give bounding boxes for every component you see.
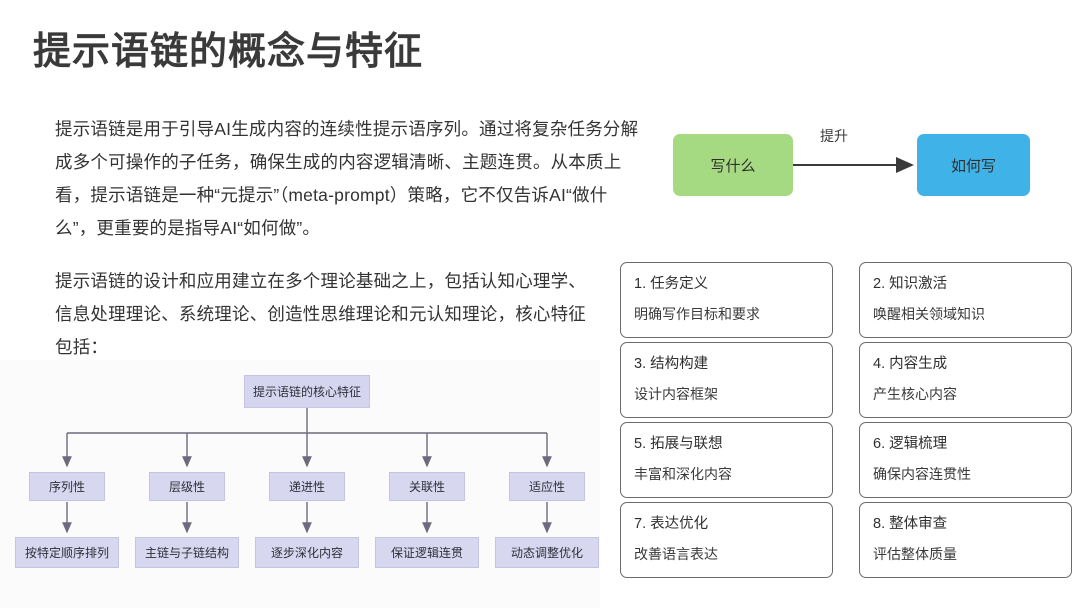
stage-card[interactable]: 2. 知识激活 唤醒相关领域知识 [859, 262, 1072, 338]
tree-node-detail-label: 逐步深化内容 [270, 546, 343, 560]
tree-node-feature[interactable]: 适应性 [509, 472, 585, 501]
tree-node-feature-label: 层级性 [168, 480, 205, 494]
body-paragraph-1: 提示语链是用于引导AI生成内容的连续性提示语序列。通过将复杂任务分解成多个可操作… [55, 119, 639, 238]
tree-connectors [62, 408, 552, 534]
stage-card-title: 4. 内容生成 [873, 356, 948, 372]
tree-node-feature[interactable]: 序列性 [29, 472, 105, 501]
body-paragraph-2: 提示语链的设计和应用建立在多个理论基础之上，包括认知心理学、信息处理理论、系统理… [55, 271, 586, 357]
stage-card-title: 6. 逻辑梳理 [873, 436, 948, 452]
flow-arrow-label: 提升 [820, 128, 848, 144]
stage-card-grid: 1. 任务定义 明确写作目标和要求 2. 知识激活 唤醒相关领域知识 3. 结构… [620, 262, 1072, 578]
tree-node-root[interactable]: 提示语链的核心特征 [244, 375, 370, 408]
tree-node-feature-label: 序列性 [48, 480, 85, 494]
tree-node-detail-label: 保证逻辑连贯 [390, 546, 463, 560]
stage-card-desc: 确保内容连贯性 [873, 466, 971, 482]
stage-card-title: 8. 整体审查 [873, 516, 948, 532]
flow-node-what-to-write[interactable]: 写什么 [673, 134, 793, 196]
stage-card[interactable]: 5. 拓展与联想 丰富和深化内容 [620, 422, 833, 498]
page-title: 提示语链的概念与特征 [33, 31, 424, 73]
stage-card[interactable]: 4. 内容生成 产生核心内容 [859, 342, 1072, 418]
tree-node-detail[interactable]: 主链与子链结构 [135, 537, 239, 568]
stage-card-title: 2. 知识激活 [873, 276, 948, 292]
stage-card-title: 7. 表达优化 [634, 516, 709, 532]
stage-card[interactable]: 1. 任务定义 明确写作目标和要求 [620, 262, 833, 338]
stage-card[interactable]: 8. 整体审查 评估整体质量 [859, 502, 1072, 578]
flow-node-target-label: 如何写 [950, 157, 996, 175]
stage-card-title: 3. 结构构建 [634, 356, 709, 372]
stage-card-desc: 明确写作目标和要求 [634, 306, 760, 322]
tree-node-feature[interactable]: 递进性 [269, 472, 345, 501]
tree-node-detail[interactable]: 动态调整优化 [495, 537, 599, 568]
tree-node-detail-label: 动态调整优化 [510, 546, 583, 560]
tree-node-detail[interactable]: 保证逻辑连贯 [375, 537, 479, 568]
stage-card-desc: 改善语言表达 [634, 546, 718, 562]
tree-node-detail-label: 主链与子链结构 [144, 546, 229, 560]
tree-node-detail-label: 按特定顺序排列 [24, 546, 109, 560]
stage-card-desc: 丰富和深化内容 [634, 466, 732, 482]
core-features-tree-diagram: 提示语链的核心特征 序列性 层级性 递进性 关联性 适应性 按特定顺序排列 主链… [0, 360, 600, 608]
tree-node-root-label: 提示语链的核心特征 [252, 385, 361, 399]
tree-node-feature[interactable]: 层级性 [149, 472, 225, 501]
stage-card-title: 5. 拓展与联想 [634, 436, 723, 452]
stage-card-desc: 设计内容框架 [634, 386, 718, 402]
stage-card[interactable]: 7. 表达优化 改善语言表达 [620, 502, 833, 578]
stage-card[interactable]: 3. 结构构建 设计内容框架 [620, 342, 833, 418]
flow-diagram: 写什么 提升 如何写 [660, 118, 1060, 213]
tree-node-feature[interactable]: 关联性 [389, 472, 465, 501]
flow-node-source-label: 写什么 [710, 157, 756, 175]
flow-arrow-icon [793, 157, 914, 173]
tree-node-feature-label: 适应性 [528, 480, 565, 494]
stage-card-desc: 产生核心内容 [873, 386, 957, 402]
stage-card-desc: 评估整体质量 [873, 546, 957, 562]
stage-card-desc: 唤醒相关领域知识 [873, 306, 985, 322]
stage-card-title: 1. 任务定义 [634, 276, 709, 292]
tree-node-detail[interactable]: 逐步深化内容 [255, 537, 359, 568]
tree-node-detail[interactable]: 按特定顺序排列 [15, 537, 119, 568]
stage-card[interactable]: 6. 逻辑梳理 确保内容连贯性 [859, 422, 1072, 498]
tree-node-feature-label: 关联性 [408, 480, 445, 494]
tree-node-feature-label: 递进性 [288, 480, 325, 494]
flow-node-how-to-write[interactable]: 如何写 [917, 134, 1030, 196]
